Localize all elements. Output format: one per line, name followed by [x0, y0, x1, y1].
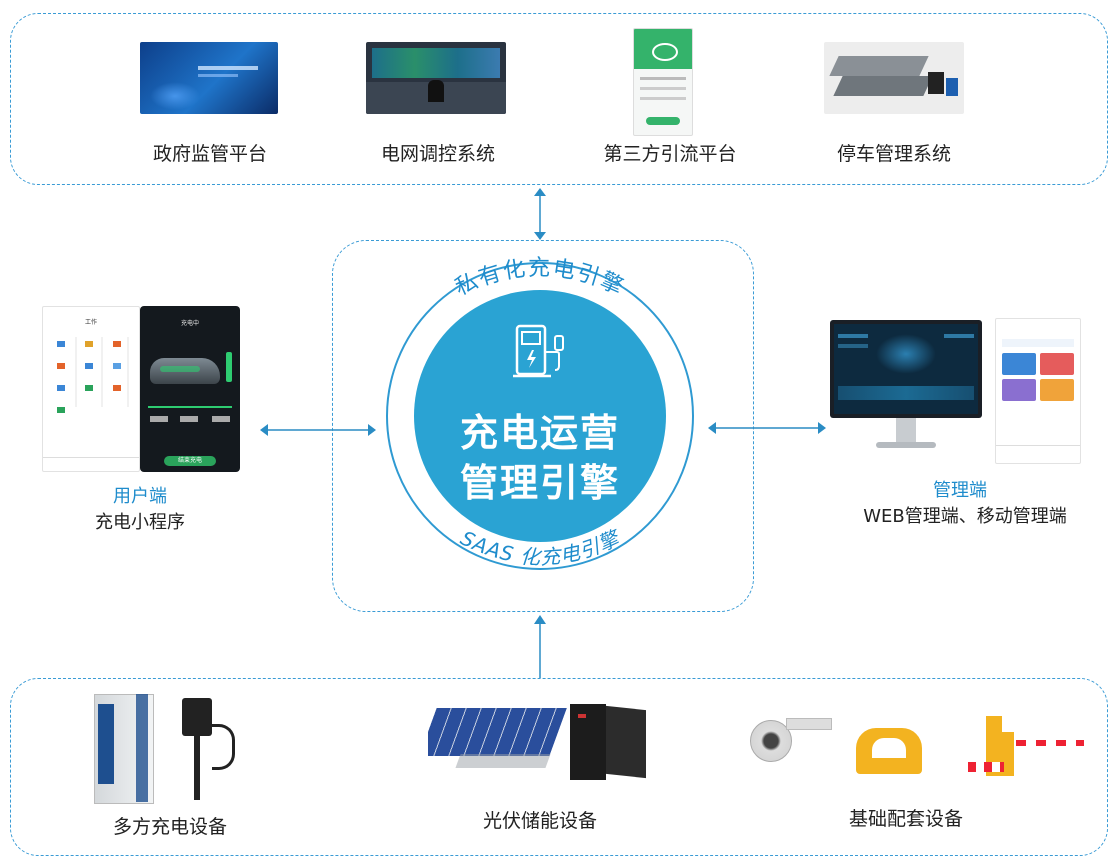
mobile-admin-screenshot [995, 318, 1081, 464]
charging-station-icon [513, 324, 564, 378]
device-layer-group [10, 678, 1108, 856]
user-side-subtitle: 充电小程序 [95, 512, 185, 533]
engine-outer-ring [386, 262, 694, 570]
arrow-top-vertical [534, 188, 546, 240]
solar-storage-image [428, 694, 652, 784]
parking-garage-image [824, 42, 964, 114]
top-system-label: 政府监管平台 [152, 143, 267, 165]
top-system-label: 电网调控系统 [380, 143, 495, 165]
engine-arc-labels: 私有化充电引擎 SAAS 化充电引擎 [452, 256, 629, 570]
arc-bottom-text: SAAS 化充电引擎 [457, 525, 624, 570]
engine-title-line1: 充电运营 [459, 411, 620, 455]
web-admin-monitor [830, 320, 982, 456]
government-platform-image [140, 42, 278, 114]
bottom-device-label: 基础配套设备 [848, 808, 963, 830]
charging-pile-image [90, 694, 240, 804]
arrow-right-horizontal [708, 422, 826, 434]
admin-side-title: 管理端 [933, 480, 987, 501]
camera-barrier-image [746, 710, 1086, 788]
user-app-screenshot-workbench: 工作 [42, 306, 140, 472]
external-systems-group [10, 13, 1108, 185]
engine-title-line2: 管理引擎 [459, 461, 620, 505]
bottom-device-label: 多方充电设备 [112, 816, 227, 838]
top-system-label: 第三方引流平台 [603, 143, 737, 165]
third-party-app-image [633, 28, 693, 136]
workbench-title: 工作 [84, 319, 97, 326]
svg-text:SAAS 化充电引擎: SAAS 化充电引擎 [457, 525, 625, 570]
top-system-label: 停车管理系统 [836, 143, 951, 165]
grid-control-room-image [366, 42, 506, 114]
svg-text:私有化充电引擎: 私有化充电引擎 [452, 256, 629, 301]
arrow-bottom-vertical [534, 615, 546, 678]
engine-group [332, 240, 754, 612]
admin-side-subtitle: WEB管理端、移动管理端 [863, 506, 1067, 527]
bottom-device-label: 光伏储能设备 [482, 810, 597, 832]
user-app-screenshot-charging: 充电中 结束充电 [140, 306, 240, 472]
charging-screen-title: 充电中 [180, 320, 199, 327]
arc-top-text: 私有化充电引擎 [452, 256, 627, 301]
end-charging-button[interactable]: 结束充电 [164, 456, 216, 466]
arrow-left-horizontal [260, 424, 376, 436]
user-side-title: 用户端 [113, 486, 167, 507]
